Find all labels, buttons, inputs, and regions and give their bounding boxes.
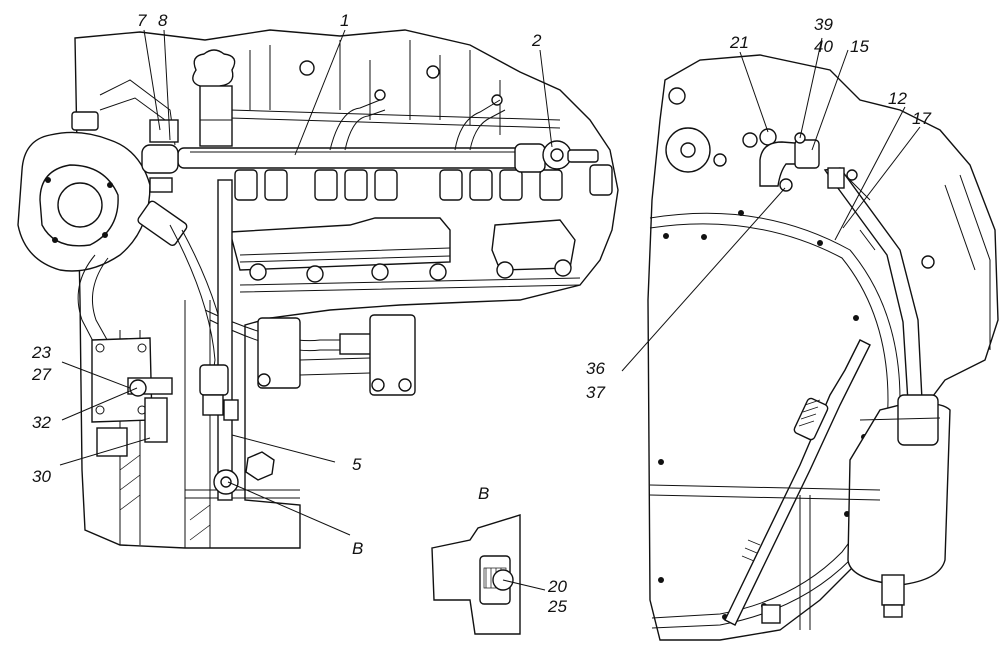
callout-20: 20 <box>547 577 567 596</box>
turbocharger <box>17 79 176 272</box>
right-flywheel-view <box>647 54 999 641</box>
callout-view-b: B <box>352 539 363 558</box>
callout-8: 8 <box>158 11 168 30</box>
callout-30: 30 <box>32 467 51 486</box>
leader-lines <box>59 29 921 591</box>
callout-36: 36 <box>586 359 605 378</box>
callout-27: 27 <box>31 365 51 384</box>
dipstick-handle <box>724 339 871 626</box>
callout-32: 32 <box>32 413 51 432</box>
callout-25: 25 <box>547 597 567 616</box>
oil-filler-cap <box>192 49 236 147</box>
callout-23: 23 <box>31 343 51 362</box>
pump-housing <box>257 314 416 396</box>
callout-17: 17 <box>912 109 931 128</box>
callout-1: 1 <box>340 11 349 30</box>
callout-labels: 7 8 1 2 23 27 32 30 5 B B 20 25 21 39 40… <box>31 11 931 616</box>
callout-21: 21 <box>729 33 749 52</box>
callout-15: 15 <box>850 37 869 56</box>
callout-39: 39 <box>814 15 833 34</box>
left-engine-view <box>17 29 619 549</box>
cylinder-head-bosses <box>234 164 613 201</box>
callout-37: 37 <box>586 383 605 402</box>
detail-b-title: B <box>478 484 489 503</box>
callout-40: 40 <box>814 37 833 56</box>
callout-5: 5 <box>352 455 362 474</box>
detail-b-view <box>431 514 521 635</box>
callout-12: 12 <box>888 89 907 108</box>
drain-tube-5 <box>199 179 239 501</box>
callout-7: 7 <box>137 11 147 30</box>
callout-2: 2 <box>531 31 542 50</box>
exhaust-manifold <box>229 217 581 293</box>
oil-filter <box>847 394 951 618</box>
